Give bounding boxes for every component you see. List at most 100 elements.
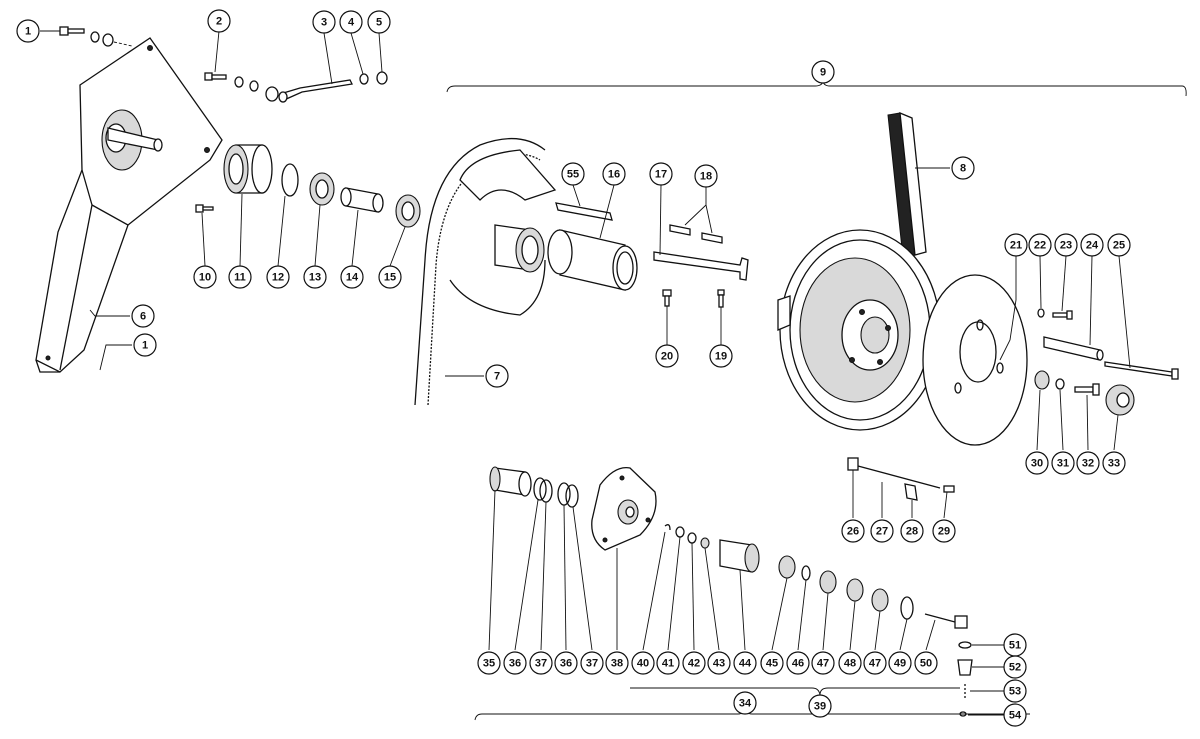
callout-label: 1 <box>142 340 148 352</box>
callout-label: 36 <box>509 658 521 670</box>
callout-10: 10 <box>193 265 217 289</box>
callout-label: 12 <box>272 272 284 284</box>
screw-19-part <box>717 289 725 308</box>
callout-label: 4 <box>348 17 355 29</box>
callout-label: 9 <box>820 67 826 79</box>
callout-label: 22 <box>1034 240 1046 252</box>
callout-label: 35 <box>483 658 495 670</box>
ring-37b-part <box>565 484 579 508</box>
callout-2: 2 <box>207 9 231 33</box>
callout-label: 52 <box>1009 662 1021 674</box>
callout-label: 2 <box>216 16 222 28</box>
circlip-49-part <box>900 596 914 620</box>
callout-30: 30 <box>1025 451 1049 475</box>
washer-51-part <box>958 641 972 649</box>
callout-circle <box>1054 233 1078 257</box>
callout-20: 20 <box>655 344 679 368</box>
callout-22: 22 <box>1028 233 1052 257</box>
callout-circle <box>733 691 757 715</box>
screw-10-part <box>195 204 214 213</box>
hub-11-part <box>223 144 273 194</box>
callout-54: 54 <box>1003 703 1027 727</box>
callout-circle <box>760 651 784 675</box>
callout-circle <box>888 651 912 675</box>
callout-16: 16 <box>602 162 626 186</box>
callout-31: 31 <box>1051 451 1075 475</box>
bolt-25-part <box>1104 361 1179 380</box>
callout-label: 28 <box>906 526 918 538</box>
callout-circle <box>811 651 835 675</box>
callout-1: 1 <box>133 333 157 357</box>
callout-circle <box>605 651 629 675</box>
key-55-part <box>555 202 613 221</box>
callout-label: 50 <box>920 658 932 670</box>
callout-circle <box>649 162 673 186</box>
callout-1: 1 <box>16 19 40 43</box>
callout-19: 19 <box>709 344 733 368</box>
callout-circle <box>694 164 718 188</box>
callout-circle <box>808 694 832 718</box>
callout-circle <box>1080 233 1104 257</box>
housing-44-part <box>719 539 760 573</box>
callout-circle <box>340 265 364 289</box>
callout-label: 14 <box>346 272 359 284</box>
group-9-bracket <box>446 79 1187 97</box>
callout-label: 8 <box>960 163 966 175</box>
callout-label: 44 <box>739 658 752 670</box>
callout-label: 38 <box>611 658 623 670</box>
washer-31-part <box>1055 378 1065 390</box>
callout-36: 36 <box>554 651 578 675</box>
callout-label: 51 <box>1009 640 1021 652</box>
callout-label: 25 <box>1113 240 1125 252</box>
callout-39: 39 <box>808 694 832 718</box>
callout-label: 34 <box>739 698 752 710</box>
callout-label: 39 <box>814 701 826 713</box>
callout-circle <box>655 344 679 368</box>
callout-label: 23 <box>1060 240 1072 252</box>
callout-label: 36 <box>560 658 572 670</box>
callout-circle <box>133 333 157 357</box>
callout-44: 44 <box>733 651 757 675</box>
callout-circle <box>378 265 402 289</box>
callout-circle <box>863 651 887 675</box>
callout-label: 27 <box>876 526 888 538</box>
callout-circle <box>207 9 231 33</box>
washer-22-part <box>1037 308 1045 318</box>
callout-circle <box>707 651 731 675</box>
callout-5: 5 <box>367 10 391 34</box>
callout-51: 51 <box>1003 633 1027 657</box>
ring-36b-part <box>557 482 571 506</box>
callout-circle <box>1076 451 1100 475</box>
callout-26: 26 <box>841 519 865 543</box>
callout-24: 24 <box>1080 233 1104 257</box>
callout-3: 3 <box>312 10 336 34</box>
callout-25: 25 <box>1107 233 1131 257</box>
callout-29: 29 <box>932 519 956 543</box>
callout-47: 47 <box>811 651 835 675</box>
callout-circle <box>1107 233 1131 257</box>
callout-11: 11 <box>228 265 252 289</box>
callout-circle <box>682 651 706 675</box>
bearing-47b-part <box>871 588 889 612</box>
callout-circle <box>841 519 865 543</box>
screw-23-part <box>1052 310 1073 320</box>
callout-label: 54 <box>1009 710 1022 722</box>
callout-label: 31 <box>1057 458 1069 470</box>
washer-43-part <box>700 537 710 549</box>
callout-37: 37 <box>529 651 553 675</box>
callout-7: 7 <box>485 364 509 388</box>
ring-12-part <box>281 163 299 197</box>
shaft-50-part <box>924 613 968 629</box>
callout-37: 37 <box>580 651 604 675</box>
callout-circle <box>16 19 40 43</box>
toothed-belt-7-part <box>414 137 557 406</box>
callout-48: 48 <box>838 651 862 675</box>
callout-label: 48 <box>844 658 856 670</box>
callout-circle <box>554 651 578 675</box>
sleeve-24-part <box>1043 336 1104 361</box>
callout-circle <box>561 162 585 186</box>
callout-label: 24 <box>1086 240 1099 252</box>
callout-label: 5 <box>376 17 382 29</box>
washer-42-part <box>687 532 697 544</box>
